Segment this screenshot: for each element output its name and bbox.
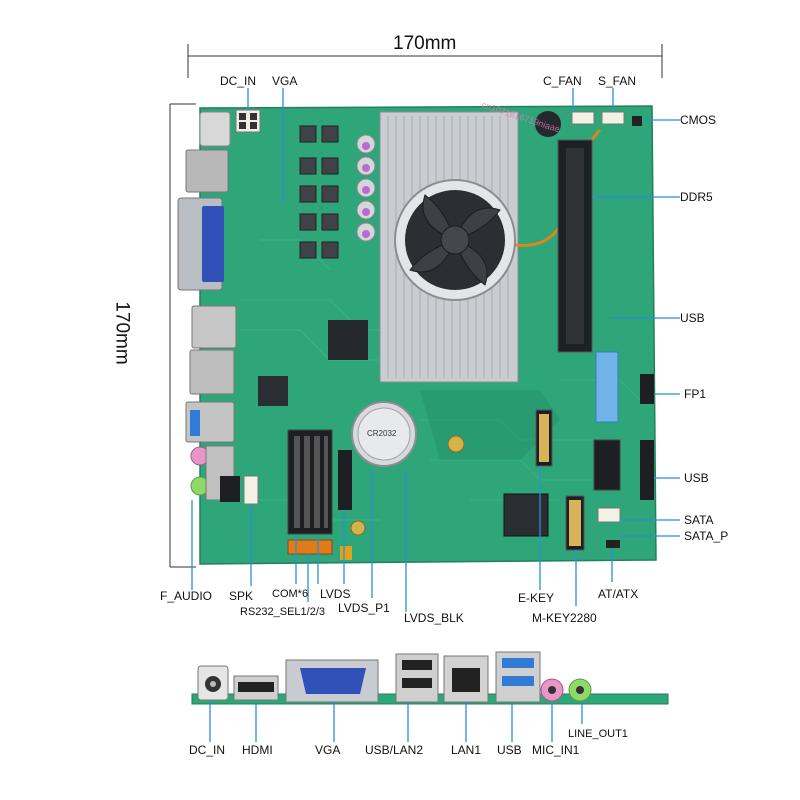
label-lvds-p1: LVDS_P1 xyxy=(338,601,390,615)
label-io-usb: USB xyxy=(497,743,522,757)
label-io-hdmi: HDMI xyxy=(242,743,273,757)
io-chip xyxy=(258,376,288,406)
battery-label: CR2032 xyxy=(367,429,397,438)
chip-3 xyxy=(328,320,368,360)
vga-port-blue xyxy=(202,206,224,282)
label-sata-p: SATA_P xyxy=(684,529,729,543)
label-f-audio: F_AUDIO xyxy=(160,589,213,603)
label-io-lan1: LAN1 xyxy=(451,743,482,757)
label-sata: SATA xyxy=(684,513,714,527)
io-leader-lines xyxy=(209,702,583,742)
fan-hub xyxy=(440,225,470,255)
sata-p-connector xyxy=(597,507,621,523)
usb3-blue xyxy=(190,410,200,436)
dc-jack-board xyxy=(199,111,231,147)
s-fan-header xyxy=(601,111,625,125)
label-m-key: M-KEY2280 xyxy=(532,611,597,625)
spk-header xyxy=(243,475,259,505)
rs232-sel-jumpers xyxy=(287,539,333,555)
c-fan-header xyxy=(571,111,595,125)
width-dimension-label: 170mm xyxy=(393,33,457,54)
vrm-chokes xyxy=(299,125,339,259)
lvds-p1-jumper xyxy=(340,546,352,560)
label-c-fan: C_FAN xyxy=(543,74,582,88)
label-lvds: LVDS xyxy=(320,587,351,601)
sata-port xyxy=(593,439,621,491)
label-com6: COM*6 xyxy=(272,588,309,600)
label-usb-1: USB xyxy=(680,311,705,325)
label-io-line-out1: LINE_OUT1 xyxy=(568,728,628,740)
label-fp1: FP1 xyxy=(684,387,707,401)
label-vga-top: VGA xyxy=(272,74,298,88)
label-s-fan: S_FAN xyxy=(598,74,637,88)
label-e-key: E-KEY xyxy=(518,591,555,605)
usb-lan2-board xyxy=(191,305,237,349)
gold-standoff xyxy=(447,435,465,453)
label-io-dc-in: DC_IN xyxy=(189,743,226,757)
lvds-connector xyxy=(338,450,352,510)
height-dimension-label: 170mm xyxy=(111,301,133,365)
width-dimension xyxy=(187,44,663,78)
usb-header-blue xyxy=(595,351,619,423)
hdmi-port-board xyxy=(185,149,229,193)
label-io-mic-in1: MIC_IN1 xyxy=(532,743,580,757)
label-lvds-blk: LVDS_BLK xyxy=(404,611,464,625)
label-usb-2: USB xyxy=(684,471,709,485)
label-cmos: CMOS xyxy=(680,113,716,127)
cmos-jumper xyxy=(632,116,642,126)
at-atx-jumper xyxy=(606,540,620,548)
fp1-header xyxy=(640,374,654,404)
label-rs232-sel: RS232_SEL1/2/3 xyxy=(240,606,326,618)
gold-standoff-2 xyxy=(350,520,366,536)
lan1-board xyxy=(189,349,235,395)
label-spk: SPK xyxy=(229,589,254,603)
capacitors xyxy=(356,134,376,242)
label-dc-in-top: DC_IN xyxy=(220,74,257,88)
chip xyxy=(503,493,549,537)
label-io-usb-lan2: USB/LAN2 xyxy=(365,743,424,757)
leader-lines xyxy=(191,88,680,612)
label-at-atx: AT/ATX xyxy=(598,587,639,601)
usb-header-right xyxy=(640,440,654,500)
buzzer xyxy=(535,111,561,137)
label-io-vga: VGA xyxy=(315,743,341,757)
label-ddr5: DDR5 xyxy=(680,190,713,204)
f-audio-header xyxy=(220,476,240,502)
